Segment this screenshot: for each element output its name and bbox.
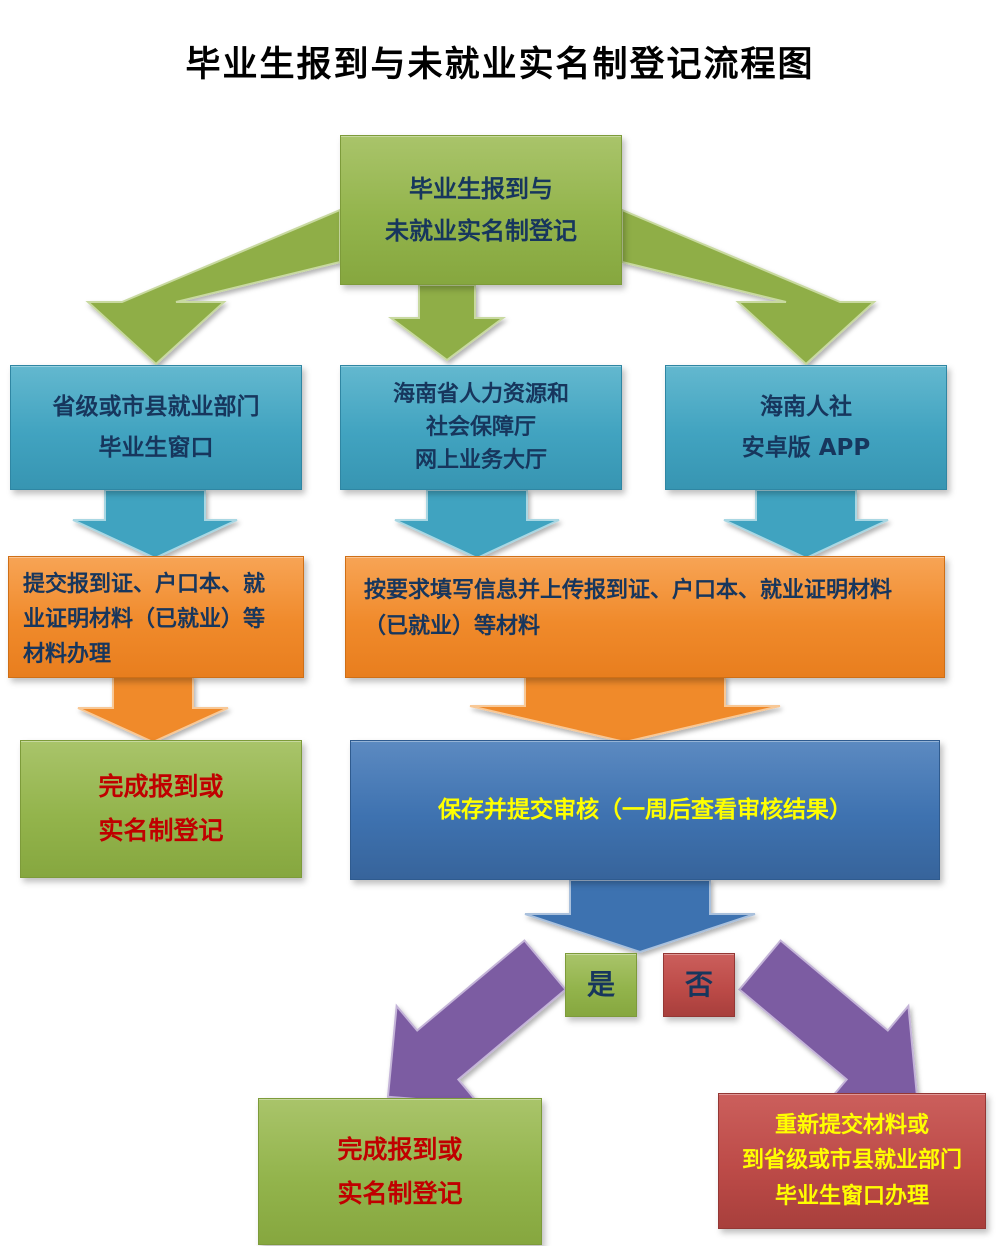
- node-channel-hall: 海南省人力资源和 社会保障厅 网上业务大厅: [340, 365, 622, 490]
- node-channel-app: 海南人社 安卓版 APP: [665, 365, 947, 490]
- node-decision-yes: 是: [565, 953, 637, 1017]
- arrow-hall-down: [394, 489, 560, 560]
- node-resubmit: 重新提交材料或 到省级或市县就业部门 毕业生窗口办理: [718, 1093, 986, 1229]
- node-done-counter: 完成报到或 实名制登记: [20, 740, 302, 878]
- node-save-review: 保存并提交审核（一周后查看审核结果）: [350, 740, 940, 880]
- page-title: 毕业生报到与未就业实名制登记流程图: [185, 45, 815, 84]
- node-start: 毕业生报到与 未就业实名制登记: [340, 135, 622, 285]
- node-channel-hall-label: 海南省人力资源和 社会保障厅 网上业务大厅: [392, 382, 569, 473]
- node-submit-counter: 提交报到证、户口本、就 业证明材料（已就业）等 材料办理: [8, 556, 304, 678]
- node-channel-app-label: 海南人社 安卓版 APP: [741, 394, 871, 461]
- arrow-app-down: [723, 489, 889, 560]
- node-done-online: 完成报到或 实名制登记: [258, 1098, 542, 1245]
- node-channel-window: 省级或市县就业部门 毕业生窗口: [10, 365, 302, 490]
- node-done-online-label: 完成报到或 实名制登记: [337, 1134, 463, 1208]
- node-save-review-label: 保存并提交审核（一周后查看审核结果）: [438, 796, 852, 823]
- arrow-counter-down: [77, 675, 229, 744]
- node-channel-window-label: 省级或市县就业部门 毕业生窗口: [52, 394, 260, 461]
- node-resubmit-label: 重新提交材料或 到省级或市县就业部门 毕业生窗口办理: [741, 1112, 962, 1209]
- node-submit-counter-label: 提交报到证、户口本、就 业证明材料（已就业）等 材料办理: [23, 572, 266, 668]
- node-done-counter-label: 完成报到或 实名制登记: [98, 772, 224, 845]
- arrow-online-down: [469, 675, 781, 744]
- node-decision-no-label: 否: [684, 968, 713, 1001]
- node-start-label: 毕业生报到与 未就业实名制登记: [385, 175, 577, 245]
- node-submit-online: 按要求填写信息并上传报到证、户口本、就业证明材料 （已就业）等材料: [345, 556, 945, 678]
- node-decision-yes-label: 是: [586, 968, 615, 1001]
- arrow-no-branch: [738, 939, 919, 1106]
- arrow-window-down: [72, 489, 238, 560]
- arrow-start-to-window: [85, 208, 341, 366]
- arrow-review-down: [524, 879, 756, 954]
- node-decision-no: 否: [663, 953, 735, 1017]
- arrow-start-to-app: [621, 208, 877, 366]
- node-submit-online-label: 按要求填写信息并上传报到证、户口本、就业证明材料 （已就业）等材料: [364, 578, 893, 640]
- arrow-start-to-hall: [388, 284, 506, 362]
